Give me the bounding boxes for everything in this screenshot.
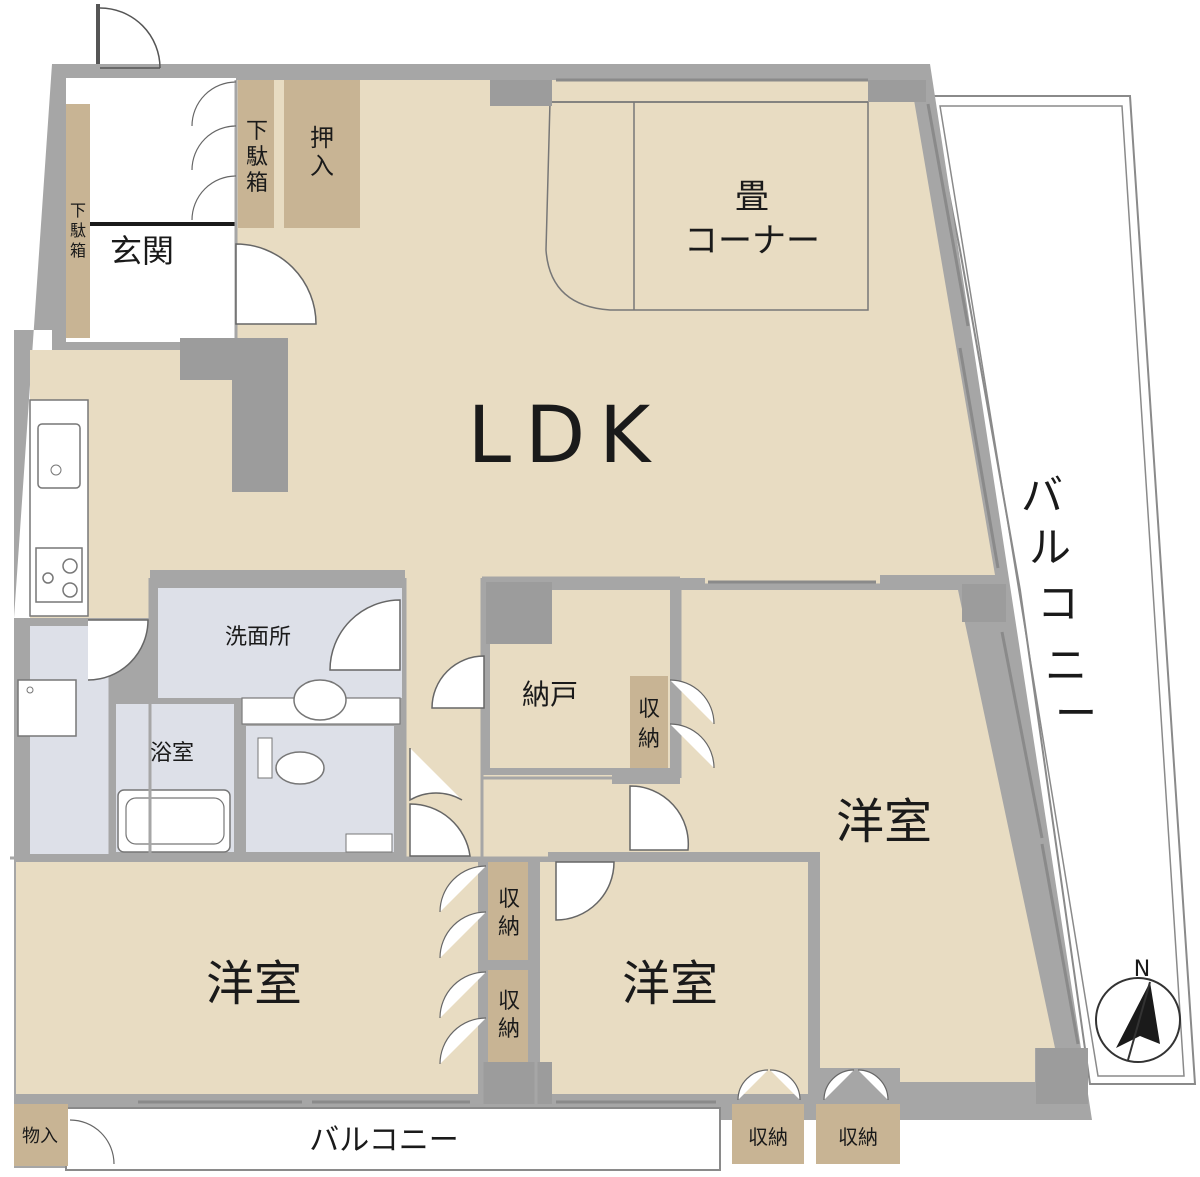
closet-nando-1: 収: [638, 697, 660, 722]
nando-label: 納戸: [522, 678, 578, 711]
yoshitsu-sw-label: 洋室: [206, 956, 302, 1012]
room-labels: LDK 畳 コーナー 玄関 下 駄 箱 下 駄 箱 押 入 洗面所 浴室 納戸 …: [22, 119, 1097, 1158]
compass-icon: N: [1095, 957, 1181, 1063]
ldk-label: LDK: [468, 391, 665, 481]
pillars: [180, 80, 1088, 1104]
monoire-label: 物入: [22, 1126, 58, 1147]
balcony-east-5: ー: [1055, 689, 1097, 738]
closet-mid-top-1: 収: [498, 887, 520, 912]
closet-bottom-1: 収納: [748, 1125, 788, 1149]
closet-nando-2: 納: [638, 727, 660, 752]
genkan-label: 玄関: [110, 232, 174, 270]
balcony-south-label: バルコニー: [309, 1123, 458, 1158]
closet-mid-top-2: 納: [498, 915, 520, 940]
closet-mid-bottom-1: 収: [498, 989, 520, 1014]
balcony-east-4: ニ: [1045, 641, 1087, 690]
shoe-box-small-3: 箱: [70, 241, 86, 260]
balcony-east-2: ル: [1029, 523, 1071, 572]
yoshitsu-mid-label: 洋室: [622, 956, 718, 1012]
shoe-box-small-1: 下: [70, 201, 86, 220]
balcony-east-3: コ: [1037, 579, 1079, 628]
shoe-box-small-2: 駄: [70, 221, 86, 240]
senmenjo-label: 洗面所: [225, 625, 291, 650]
tatami-label-1: 畳: [735, 177, 769, 217]
door-swings: [87, 243, 690, 921]
kitchen-counter: [29, 399, 89, 617]
storage-closets: [14, 676, 900, 1166]
tatami-label-2: コーナー: [684, 221, 820, 261]
yoshitsu-east-label: 洋室: [836, 794, 932, 850]
oshiire-2: 入: [310, 152, 334, 180]
east-balcony: [928, 95, 1197, 1085]
shoe-box-large-2: 駄: [246, 145, 268, 170]
balcony-east-1: バ: [1021, 471, 1063, 520]
north-label: N: [1134, 957, 1150, 982]
shoe-box-large-3: 箱: [246, 171, 268, 196]
wet-areas: [17, 588, 402, 854]
closet-bottom-2: 収納: [838, 1125, 878, 1149]
entrance-door[interactable]: [96, 4, 161, 69]
east-windows: [556, 78, 1080, 1045]
closet-doors: [69, 81, 889, 1165]
interior-walls: [10, 576, 958, 1104]
oshiire-1: 押: [310, 124, 334, 152]
closet-mid-bottom-2: 納: [498, 1017, 520, 1042]
south-balcony: [65, 1100, 721, 1171]
entrance-area: [66, 78, 360, 342]
shoe-box-large-1: 下: [246, 119, 268, 144]
yokushitsu-label: 浴室: [150, 741, 194, 766]
